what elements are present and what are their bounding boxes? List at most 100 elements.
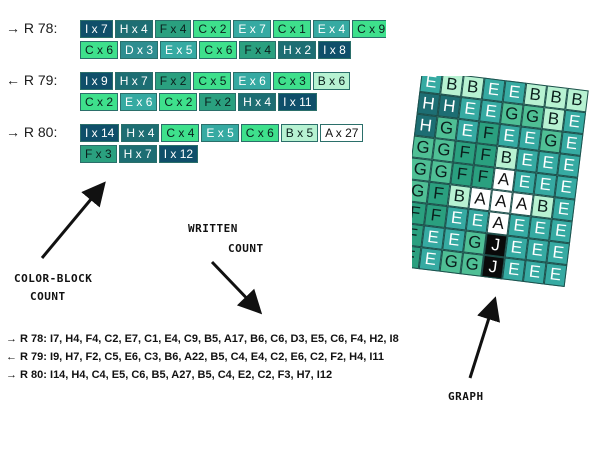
graph-cell: E <box>481 77 506 103</box>
color-block: E x 4 <box>312 20 351 38</box>
graph-cell: F <box>476 121 501 146</box>
graph-cell: J <box>481 254 505 280</box>
written-count-label-line2: COUNT <box>228 242 264 255</box>
color-block: C x 4 <box>161 124 200 142</box>
color-block: I x 12 <box>158 145 199 163</box>
graph-cell: E <box>444 206 469 231</box>
color-block-label-line2: COUNT <box>30 290 66 303</box>
color-block: C x 3 <box>272 72 311 90</box>
graph-cell: E <box>543 262 568 287</box>
graph-cell: H <box>413 113 438 139</box>
color-block: I x 9 <box>80 72 113 90</box>
color-block: I x 11 <box>278 93 317 111</box>
color-block: H x 7 <box>114 72 153 90</box>
graph-cell: E <box>525 238 550 263</box>
graph-cell: G <box>460 252 484 277</box>
color-block: C x 1 <box>272 20 311 38</box>
graph-cell: G <box>429 159 453 185</box>
color-block: B x 5 <box>280 124 319 142</box>
written-count-row-78: → R 78: I7, H4, F4, C2, E7, C1, E4, C9, … <box>6 333 399 345</box>
written-count-row-79: ← R 79: I9, H7, F2, C5, E6, C3, B6, A22,… <box>6 351 385 363</box>
graph-cell: A <box>486 211 511 236</box>
graph-cell: B <box>544 85 568 110</box>
graph-label: GRAPH <box>448 390 484 403</box>
color-block: C x 2 <box>193 20 232 38</box>
graph-cell: F <box>471 165 495 190</box>
graph-cell: E <box>533 172 558 198</box>
graph-cell: E <box>512 170 537 195</box>
graph-cell: J <box>483 233 508 258</box>
color-block: C x 5 <box>193 72 232 90</box>
color-block: H x 2 <box>278 41 317 59</box>
graph-cell: F <box>450 162 474 187</box>
color-block: F x 2 <box>154 72 192 90</box>
graph-cell: E <box>502 257 526 282</box>
color-block-label-line1: COLOR-BLOCK <box>14 272 93 285</box>
graph-cell: E <box>515 148 540 173</box>
graph-cell: E <box>559 131 584 156</box>
color-block: H x 7 <box>118 145 157 163</box>
graph-cell: E <box>455 118 480 144</box>
graph-cell: B <box>565 87 589 113</box>
row-label: → R 78: <box>6 20 58 36</box>
color-block: A x 27 <box>320 124 364 142</box>
row-label: → R 80: <box>6 124 58 140</box>
graph-cell: E <box>421 225 445 250</box>
color-block: E x 5 <box>201 124 239 142</box>
graph-cell: E <box>551 197 576 222</box>
color-block: C x 2 <box>80 93 119 111</box>
graph-cell: E <box>562 109 587 135</box>
graph-cell: G <box>412 135 435 160</box>
graph-cell: F <box>473 143 498 168</box>
graph-cell: B <box>530 194 555 219</box>
color-block: C x 6 <box>240 124 279 142</box>
color-block: F x 4 <box>154 20 192 38</box>
graph-cell: E <box>497 123 521 149</box>
arrow-to-graph <box>468 296 501 379</box>
color-block: I x 8 <box>318 41 351 59</box>
graph-cell: F <box>452 140 477 166</box>
color-block: H x 4 <box>121 124 160 142</box>
graph-cell: B <box>440 76 464 97</box>
graph-cell: H <box>416 91 441 117</box>
graph-cell: A <box>510 191 534 217</box>
color-block: B x 6 <box>312 72 351 90</box>
graph-cell: E <box>479 99 503 124</box>
graph-cell: G <box>432 138 456 163</box>
graph-cell: E <box>522 260 547 285</box>
graph-cell: E <box>465 208 490 234</box>
graph-cell: E <box>528 216 552 241</box>
color-block: C x 6 <box>199 41 238 59</box>
graph-cell: F <box>424 203 448 228</box>
color-block: E x 6 <box>233 72 271 90</box>
row-label: ← R 79: <box>6 72 58 88</box>
graph-cell: E <box>507 213 531 239</box>
graph-cell: F <box>426 181 451 207</box>
arrow-to-color-blocks <box>40 181 106 259</box>
graph-cell: E <box>504 235 529 261</box>
graph-cell: B <box>461 76 485 100</box>
graph-cell: G <box>439 249 464 275</box>
graph-cell: E <box>458 96 482 122</box>
graph-cell: E <box>554 175 579 200</box>
graph-cell: E <box>518 126 542 151</box>
color-block: F x 4 <box>239 41 277 59</box>
graph-cell: G <box>463 230 487 255</box>
written-count-label-line1: WRITTEN <box>188 222 238 235</box>
graph-cell: E <box>442 227 466 253</box>
graph-cell: G <box>520 104 545 130</box>
arrow-to-written-count <box>210 260 263 315</box>
graph-cell: B <box>523 82 548 108</box>
graph-cell: E <box>546 240 570 266</box>
graph-cell: B <box>447 184 472 209</box>
graph-cell: E <box>536 150 560 176</box>
color-block: D x 3 <box>120 41 159 59</box>
graph-cell: G <box>500 102 524 127</box>
color-block: C x 6 <box>80 41 119 59</box>
